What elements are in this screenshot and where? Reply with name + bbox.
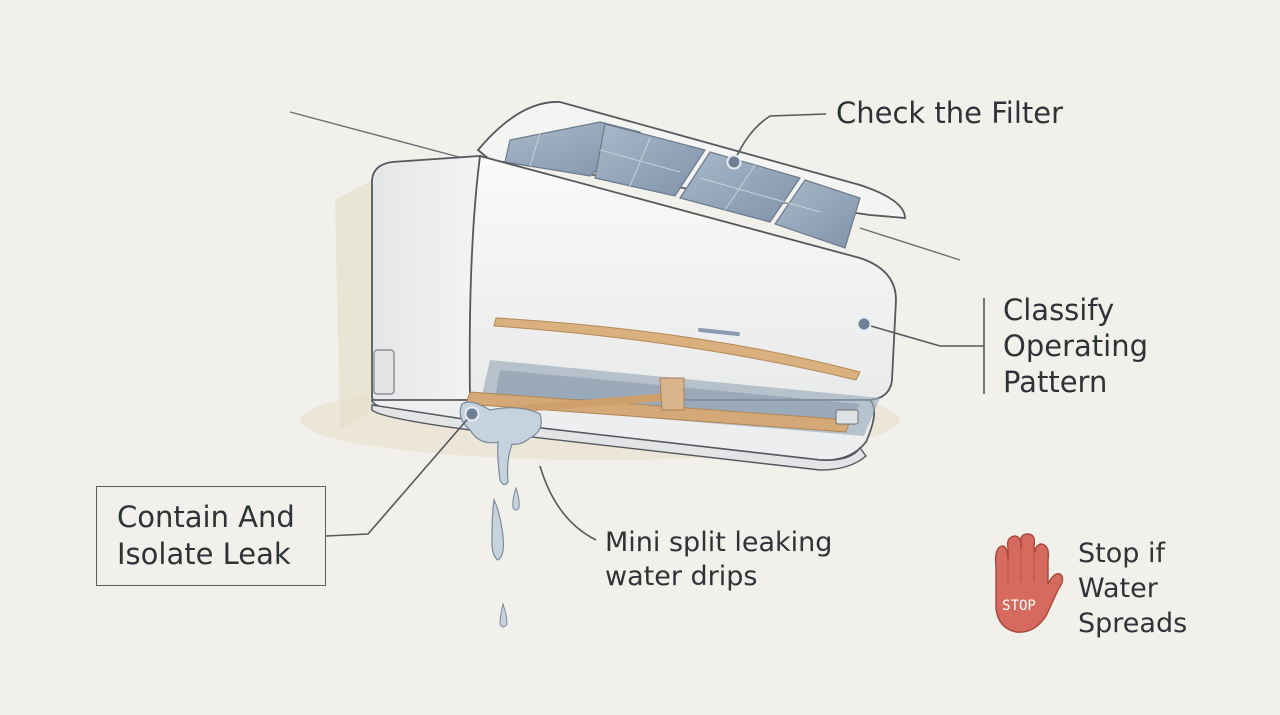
label-water-drips: Mini split leaking water drips — [605, 526, 832, 594]
label-stop-if-spreads: Stop if Water Spreads — [1078, 536, 1187, 641]
marker-contain — [464, 406, 480, 422]
mini-split-unit-illustration — [371, 154, 897, 471]
marker-classify — [856, 316, 872, 332]
filter-cover — [476, 101, 906, 249]
water-drip-icon — [459, 401, 542, 628]
wall-shadow-left — [335, 180, 372, 430]
label-classify-line-2: Operating — [1003, 329, 1148, 363]
label-contain-line-2: Isolate Leak — [117, 537, 291, 571]
label-classify-line-3: Pattern — [1003, 365, 1108, 399]
label-drips-line-1: Mini split leaking — [605, 527, 833, 558]
label-check-filter: Check the Filter — [836, 96, 1063, 131]
label-classify-line-1: Classify — [1003, 293, 1115, 327]
filter-mesh — [504, 121, 861, 249]
leader-contain — [325, 413, 473, 537]
stop-sign-text: STOP — [1002, 598, 1036, 614]
label-stop-line-3: Spreads — [1078, 608, 1188, 639]
label-stop-line-1: Stop if — [1078, 538, 1165, 569]
label-drips-line-2: water drips — [605, 561, 758, 592]
marker-filter — [726, 154, 742, 170]
leader-classify — [863, 298, 985, 394]
label-contain-leak-box: Contain And Isolate Leak — [96, 486, 326, 586]
label-classify-pattern: Classify Operating Pattern — [1003, 292, 1148, 400]
wall-line — [289, 111, 961, 261]
label-stop-line-2: Water — [1078, 573, 1158, 604]
stop-hand-icon: STOP — [994, 533, 1064, 633]
label-contain-line-1: Contain And — [117, 500, 295, 534]
label-check-filter-text: Check the Filter — [836, 96, 1064, 130]
leader-drips — [539, 465, 597, 541]
